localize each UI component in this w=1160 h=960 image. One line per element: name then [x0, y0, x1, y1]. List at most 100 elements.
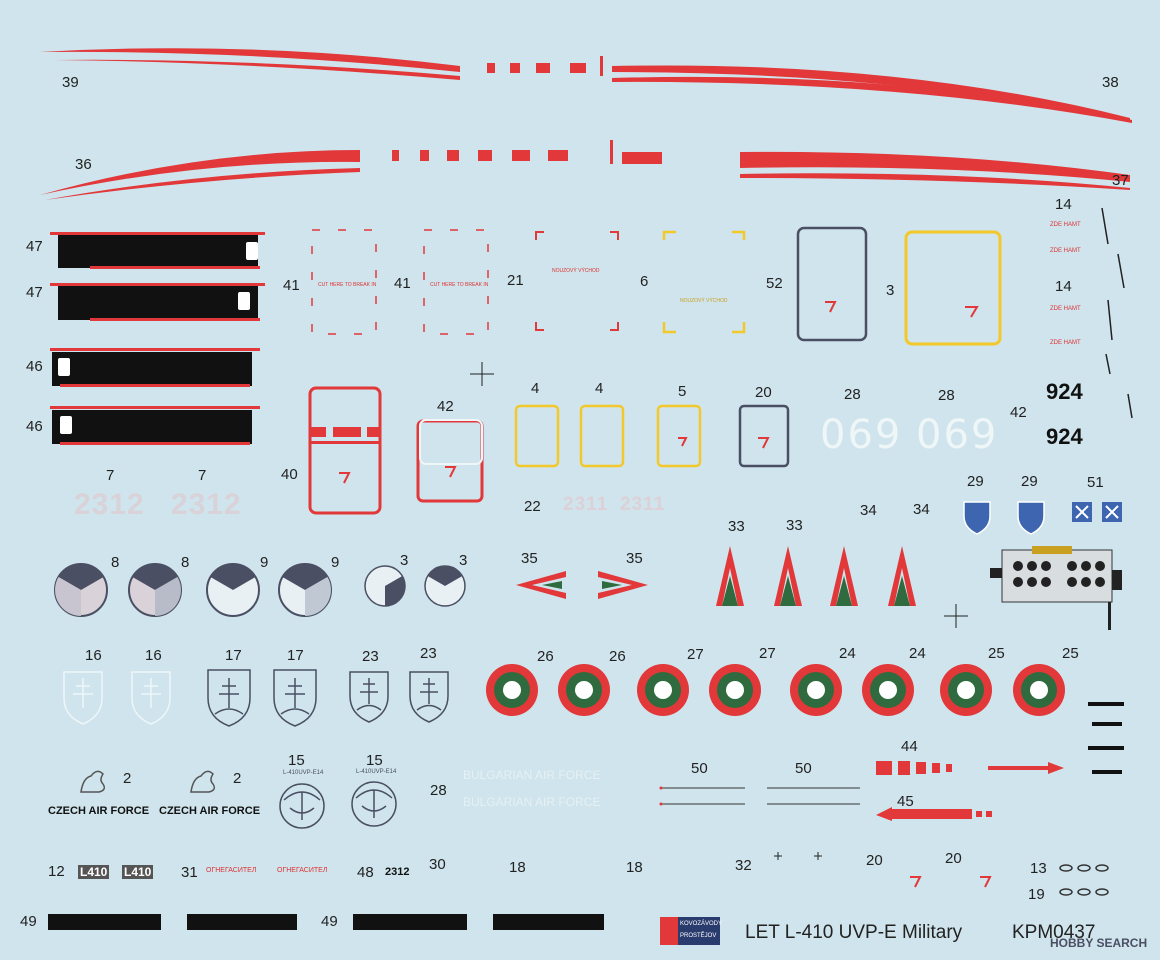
stripe-49a-2 [187, 914, 297, 930]
label-14a: 14 [1055, 196, 1072, 213]
label-16b: 16 [145, 647, 162, 664]
label-17a: 17 [225, 647, 242, 664]
label-42b: 42 [1010, 404, 1027, 421]
label-14b: 14 [1055, 278, 1072, 295]
label-3a: 3 [400, 552, 409, 569]
door-panels [50, 232, 265, 445]
label-48: 48 [357, 864, 374, 881]
label-34b: 34 [913, 501, 930, 518]
label-27a: 27 [687, 646, 704, 663]
label-41a: 41 [283, 277, 300, 294]
label-5: 5 [678, 383, 687, 400]
serial-2311-a: 2311 [563, 494, 609, 515]
wiper-blades [1101, 207, 1133, 419]
label-51: 51 [1087, 474, 1104, 491]
label-20b: 20 [866, 852, 883, 869]
cut-here-2: CUT HERE TO BREAK IN [430, 282, 489, 288]
label-25b: 25 [1062, 645, 1079, 662]
label-3-hatch: 3 [886, 282, 895, 299]
sheet-title: LET L-410 UVP-E Military [745, 922, 963, 943]
slovak-shields [63, 669, 449, 727]
label-17b: 17 [287, 647, 304, 664]
label-46b: 46 [26, 418, 43, 435]
label-7a: 7 [106, 467, 115, 484]
label-36: 36 [75, 156, 92, 173]
label-49b: 49 [321, 913, 338, 930]
label-20c: 20 [945, 850, 962, 867]
label-20a: 20 [755, 384, 772, 401]
label-15a: 15 [288, 752, 305, 769]
zde-hamt-4: ZDE HAMT [1050, 340, 1081, 346]
label-6: 6 [640, 273, 649, 290]
label-50a: 50 [691, 760, 708, 777]
label-21: 21 [507, 272, 524, 289]
label-12: 12 [48, 863, 65, 880]
label-28b: 28 [938, 387, 955, 404]
label-26a: 26 [537, 648, 554, 665]
kit-code: KPM0437 [1012, 922, 1096, 943]
maker-line1: KOVOZÁVODY [680, 921, 723, 927]
serial-2312-a: 2312 [74, 488, 145, 521]
label-24a: 24 [839, 645, 856, 662]
serial-2311-b: 2311 [620, 494, 666, 515]
cyrillic-a: ОГНЕГАСИТЕЛ [206, 867, 257, 874]
label-37: 37 [1112, 172, 1129, 189]
label-49a: 49 [20, 913, 37, 930]
code-2312-small: 2312 [385, 866, 410, 878]
cut-here-1: CUT HERE TO BREAK IN [318, 282, 377, 288]
label-41b: 41 [394, 275, 411, 292]
unit-badge-text-a: L-410UVP-E14 [283, 770, 324, 776]
stripe-49a-1 [48, 914, 161, 930]
label-4a: 4 [531, 380, 540, 397]
label-33b: 33 [786, 517, 803, 534]
small-hatches [514, 404, 790, 468]
label-40: 40 [281, 466, 298, 483]
label-23b: 23 [420, 645, 437, 662]
register-cross-1 [470, 362, 494, 386]
label-26b: 26 [609, 648, 626, 665]
serial-2312-b: 2312 [171, 488, 242, 521]
l410-a: L410 [78, 865, 110, 879]
label-18b: 18 [626, 859, 643, 876]
hatch-markings [311, 226, 1002, 346]
label-22: 22 [524, 498, 541, 515]
label-3b: 3 [459, 552, 468, 569]
label-27b: 27 [759, 645, 776, 662]
stencil-lines [659, 786, 860, 806]
czech-air-force-a: CZECH AIR FORCE [48, 805, 150, 817]
stripe-49b-1 [353, 914, 467, 930]
label-35a: 35 [521, 550, 538, 567]
zde-hamt-1: ZDE HAMT [1050, 222, 1081, 228]
czech-roundels [54, 563, 466, 617]
label-2b: 2 [233, 770, 242, 787]
lion-emblems [80, 770, 216, 793]
label-23a: 23 [362, 648, 379, 665]
label-52: 52 [766, 275, 783, 292]
maker-line2: PROSTĚJOV [680, 933, 717, 939]
maker-logo: KOVOZÁVODY PROSTĚJOV [660, 917, 723, 945]
label-29a: 29 [967, 473, 984, 490]
label-4b: 4 [595, 380, 604, 397]
small-ovals [1059, 864, 1109, 896]
label-47b: 47 [26, 284, 43, 301]
czech-air-force-b: CZECH AIR FORCE [159, 805, 261, 817]
bulgarian-roundels [486, 664, 1065, 716]
label-13: 13 [1030, 860, 1047, 877]
label-19: 19 [1028, 886, 1045, 903]
cheatline-39-38 [40, 48, 1132, 200]
label-35b: 35 [626, 550, 643, 567]
label-31: 31 [181, 864, 198, 881]
label-7b: 7 [198, 467, 207, 484]
label-9b: 9 [331, 554, 340, 571]
nouzovy-2: NOUZOVÝ VÝCHOD [680, 298, 728, 304]
label-28c: 28 [430, 782, 447, 799]
l410-b: L410 [122, 865, 154, 879]
label-42a: 42 [437, 398, 454, 415]
label-47a: 47 [26, 238, 43, 255]
zde-hamt-2: ZDE HAMT [1050, 248, 1081, 254]
code-924-a: 924 [1046, 379, 1083, 404]
register-cross-2 [944, 604, 968, 628]
label-18a: 18 [509, 859, 526, 876]
walkway-dashes [1088, 702, 1124, 774]
label-24b: 24 [909, 645, 926, 662]
